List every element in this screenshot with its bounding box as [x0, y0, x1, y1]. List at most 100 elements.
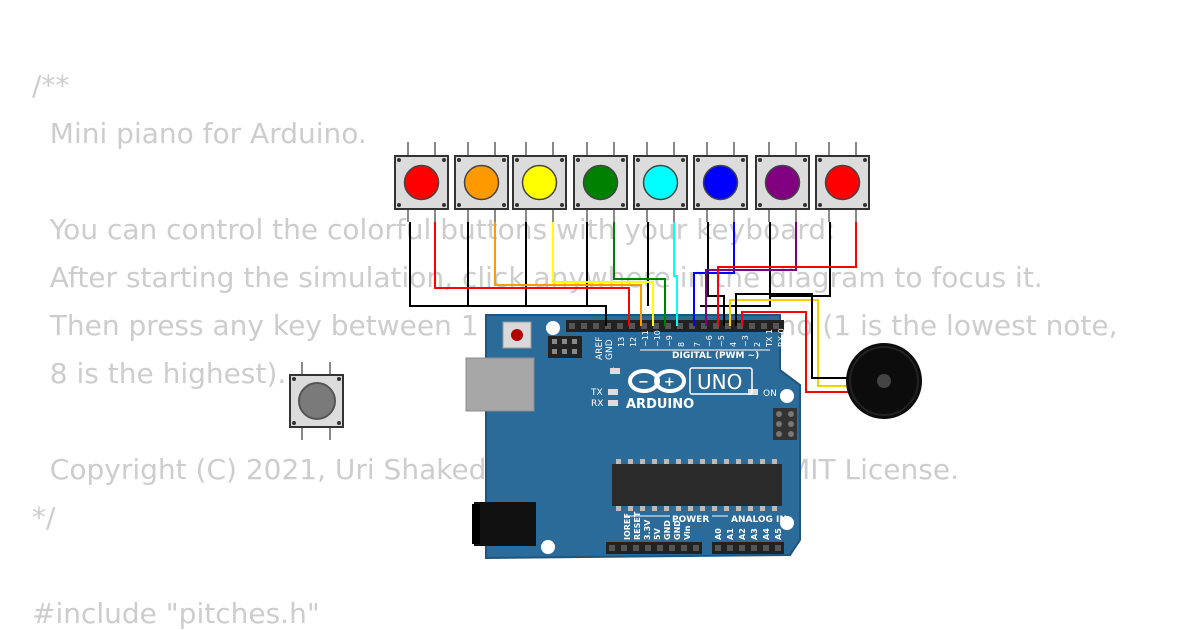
header-pin[interactable]: [569, 323, 575, 329]
pushbutton-cyan[interactable]: [633, 142, 688, 222]
header-pin[interactable]: [653, 323, 659, 329]
pin-label: ~5: [717, 335, 726, 347]
pushbutton-purple[interactable]: [755, 142, 810, 222]
analog-header: [712, 542, 784, 554]
button-cap[interactable]: [764, 164, 801, 201]
code-line: 8 is the highest).: [32, 357, 287, 390]
digital-pwm-label: DIGITAL (PWM ~): [672, 351, 759, 361]
pin-label: GND: [673, 520, 682, 540]
header-pin[interactable]: [751, 545, 757, 551]
header-pin[interactable]: [669, 545, 675, 551]
pin-label: 13: [617, 337, 626, 347]
led-tx-label: TX: [590, 388, 603, 398]
pushbutton-blue[interactable]: [693, 142, 748, 222]
header-pin[interactable]: [725, 323, 731, 329]
led-l: [610, 368, 620, 374]
header-pin[interactable]: [621, 545, 627, 551]
header-pin[interactable]: [593, 323, 599, 329]
button-cap[interactable]: [582, 164, 619, 201]
pin-label: A5: [774, 528, 783, 540]
pushbutton-orange[interactable]: [454, 142, 509, 222]
wires: [409, 222, 857, 393]
header-pin[interactable]: [737, 323, 743, 329]
pin-label: A1: [726, 528, 735, 540]
header-pin[interactable]: [629, 323, 635, 329]
button-cap[interactable]: [463, 164, 500, 201]
code-line: You can control the colorful buttons wit…: [32, 213, 836, 246]
code-line: #include "pitches.h": [32, 597, 320, 630]
code-line: Mini piano for Arduino.: [32, 117, 367, 150]
aref-label: AREF: [595, 337, 605, 360]
pin-label: 12: [629, 337, 638, 347]
button-cap[interactable]: [403, 164, 440, 201]
led-tx: [608, 389, 618, 395]
header-pin[interactable]: [609, 545, 615, 551]
atmega-chip: [612, 464, 782, 506]
pin-label: ~3: [741, 335, 750, 347]
pin-label: 4: [729, 342, 738, 347]
pin-label: 7: [693, 342, 702, 347]
power-jack: [474, 502, 536, 546]
mount-hole: [780, 516, 794, 530]
usb-connector: [465, 357, 535, 412]
pin-label: ~6: [705, 335, 714, 347]
header-pin[interactable]: [713, 323, 719, 329]
header-pin[interactable]: [775, 545, 781, 551]
led-on: [748, 389, 758, 395]
header-pin[interactable]: [693, 545, 699, 551]
pin-label: Vin: [683, 525, 692, 540]
header-pin[interactable]: [645, 545, 651, 551]
pin-label: A4: [762, 528, 771, 540]
button-row[interactable]: [394, 142, 870, 222]
pin-label: A3: [750, 528, 759, 540]
power-label: POWER: [672, 515, 709, 525]
mount-hole: [546, 321, 560, 335]
pin-label: 8: [677, 342, 686, 347]
header-pin[interactable]: [641, 323, 647, 329]
pushbutton-red[interactable]: [394, 142, 449, 222]
header-pin[interactable]: [701, 323, 707, 329]
piezo-buzzer[interactable]: [846, 343, 922, 419]
button-cap[interactable]: [824, 164, 861, 201]
pushbutton-red-2[interactable]: [815, 142, 870, 222]
pin-label: 2: [753, 342, 762, 347]
header-pin[interactable]: [727, 545, 733, 551]
pin-label: IOREF: [623, 513, 632, 540]
pin-label: ~9: [665, 335, 674, 347]
pin-label: RX 0: [777, 328, 786, 347]
header-pin[interactable]: [665, 323, 671, 329]
pushbutton-yellow[interactable]: [512, 142, 567, 222]
header-pin[interactable]: [633, 545, 639, 551]
icsp-header: [548, 336, 582, 358]
button-cap[interactable]: [642, 164, 679, 201]
header-pin[interactable]: [681, 545, 687, 551]
power-header: [606, 542, 702, 554]
svg-text:−: −: [638, 375, 649, 390]
header-pin[interactable]: [617, 323, 623, 329]
arduino-brand: ARDUINO: [626, 397, 694, 412]
pin-label: A0: [714, 528, 723, 540]
header-pin[interactable]: [763, 545, 769, 551]
pushbutton-green[interactable]: [573, 142, 628, 222]
header-pin[interactable]: [605, 323, 611, 329]
analog-in-label: ANALOG IN: [731, 515, 787, 525]
header-pin[interactable]: [677, 323, 683, 329]
code-line: */: [32, 501, 56, 534]
header-pin[interactable]: [657, 545, 663, 551]
header-pin[interactable]: [761, 323, 767, 329]
button-cap[interactable]: [702, 164, 739, 201]
header-pin[interactable]: [715, 545, 721, 551]
header-pin[interactable]: [581, 323, 587, 329]
header-pin[interactable]: [739, 545, 745, 551]
header-pin[interactable]: [773, 323, 779, 329]
header-pin[interactable]: [749, 323, 755, 329]
header-pin[interactable]: [689, 323, 695, 329]
button-cap[interactable]: [521, 164, 558, 201]
code-line: Copyright (C) 2021, Uri Shaked. Released…: [49, 453, 959, 486]
gnd-label: GND: [605, 339, 615, 360]
pin-label: 3.3V: [643, 519, 652, 540]
pushbutton-gray[interactable]: [289, 362, 344, 440]
